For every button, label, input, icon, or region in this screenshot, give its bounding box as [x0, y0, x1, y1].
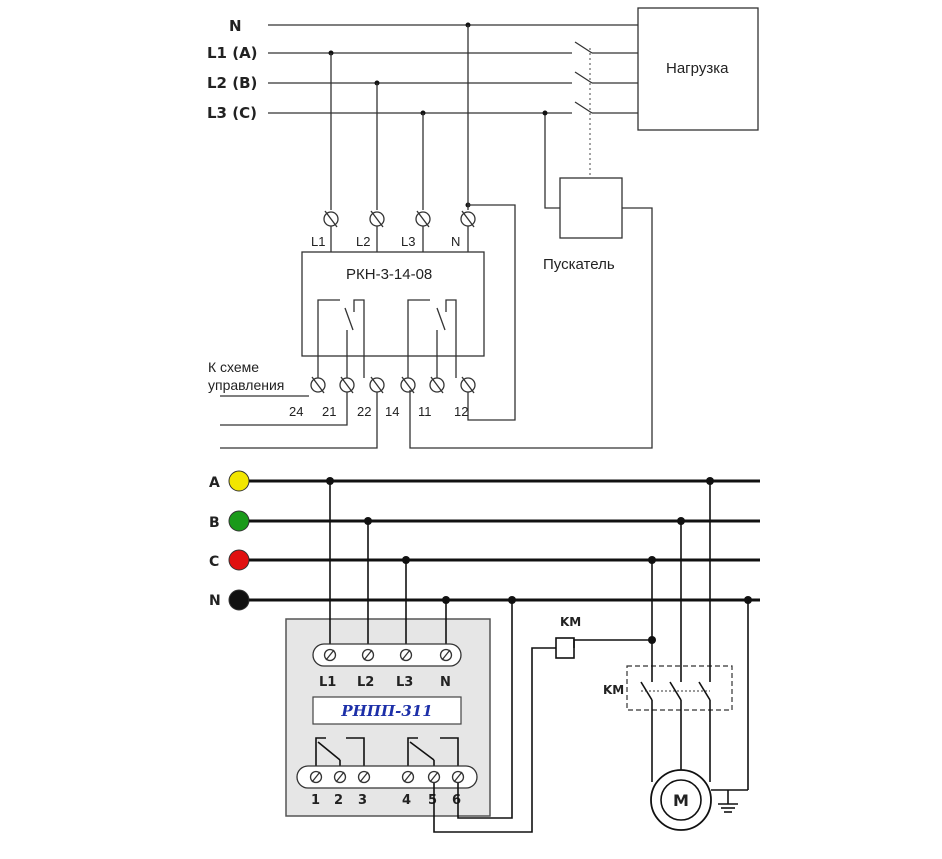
- bottom-in-label-n: N: [440, 675, 451, 690]
- bottom-relay-contacts: [315, 737, 459, 766]
- starter-box: [559, 177, 623, 239]
- phase-label-b: B: [209, 515, 220, 531]
- top-diagram: N L1 (A) L2 (B) L3 (C) Нагрузка Пускател…: [207, 7, 759, 449]
- bottom-out-label-6: 6: [452, 793, 461, 808]
- bottom-out-label-5: 5: [428, 793, 437, 808]
- bottom-input-strip: [312, 643, 462, 667]
- coil-km: [555, 637, 575, 659]
- starter-label: Пускатель: [543, 256, 615, 273]
- phase-label-c: C: [209, 554, 219, 570]
- terminal-in-l3: [415, 210, 431, 252]
- motor-label: M: [673, 791, 689, 810]
- top-junctions: [328, 22, 548, 208]
- line-label-n: N: [229, 17, 242, 35]
- top-out-label-24: 24: [289, 404, 303, 419]
- contactor-label: KM: [603, 683, 624, 697]
- bottom-in-label-l1: L1: [319, 675, 336, 690]
- control-label-2: управления: [208, 377, 284, 393]
- line-label-l3: L3 (C): [207, 104, 257, 122]
- bottom-out-label-4: 4: [402, 793, 411, 808]
- line-label-l1: L1 (A): [207, 44, 258, 62]
- top-out-label-12: 12: [454, 404, 468, 419]
- top-out-label-22: 22: [357, 404, 371, 419]
- top-relay-model: РКН-3-14-08: [346, 266, 432, 283]
- top-relay-body: [301, 251, 485, 357]
- line-label-l2: L2 (B): [207, 74, 257, 92]
- top-relay-contacts-right: [407, 299, 457, 378]
- phase-label-a: A: [209, 475, 220, 491]
- phase-buses: [249, 479, 760, 602]
- phase-dot-b: [228, 510, 250, 532]
- bottom-in-label-l2: L2: [357, 675, 374, 690]
- coil-label: KM: [560, 615, 581, 629]
- top-in-label-l3: L3: [401, 234, 415, 249]
- bottom-out-label-1: 1: [311, 793, 320, 808]
- top-in-label-n: N: [451, 234, 460, 249]
- phase-dot-c: [228, 549, 250, 571]
- contactor-km: [626, 665, 733, 711]
- top-out-label-21: 21: [322, 404, 336, 419]
- load-box: [637, 7, 759, 131]
- bottom-relay-model: РНПП-311: [340, 702, 432, 720]
- contactor-contacts: [640, 481, 711, 782]
- top-relay-contacts-left: [317, 299, 365, 378]
- phase-dot-a: [228, 470, 250, 492]
- top-out-label-14: 14: [385, 404, 399, 419]
- terminal-in-l2: [369, 210, 385, 252]
- bottom-output-terminals: [309, 770, 465, 784]
- bottom-out-label-2: 2: [334, 793, 343, 808]
- bottom-in-label-l3: L3: [396, 675, 413, 690]
- phase-label-n: N: [209, 593, 221, 609]
- supply-lines: [268, 24, 638, 178]
- terminal-in-l1: [323, 210, 339, 252]
- bottom-out-label-3: 3: [358, 793, 367, 808]
- ground-icon: [711, 789, 748, 813]
- load-label: Нагрузка: [666, 60, 729, 77]
- phase-dot-n: [228, 589, 250, 611]
- bottom-diagram: A B C N: [209, 470, 760, 833]
- top-input-terminals: [323, 210, 476, 252]
- bottom-relay-display: [312, 696, 462, 725]
- top-in-label-l1: L1: [311, 234, 325, 249]
- top-output-terminals: [310, 376, 476, 394]
- motor: M: [650, 769, 712, 831]
- control-label-1: К схеме: [208, 359, 259, 375]
- bottom-input-terminals: [323, 648, 453, 662]
- top-in-label-l2: L2: [356, 234, 370, 249]
- bottom-output-strip: [296, 765, 478, 789]
- terminal-in-n: [460, 210, 476, 252]
- top-out-label-11: 11: [418, 404, 432, 419]
